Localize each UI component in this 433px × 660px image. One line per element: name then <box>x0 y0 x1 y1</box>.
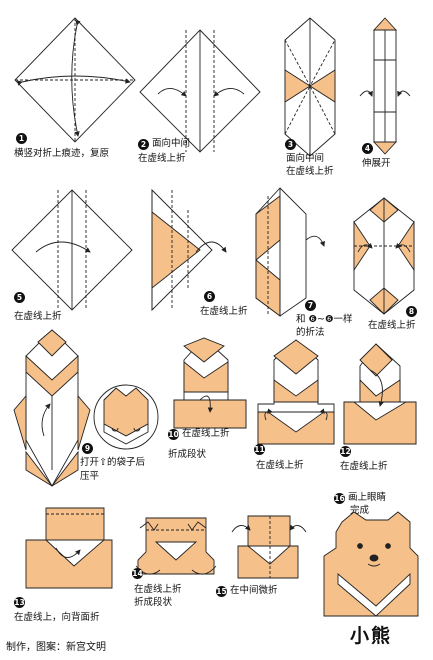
step-10-badge: 10 <box>168 428 179 440</box>
page-title: 小熊 <box>350 625 393 647</box>
step15-figure <box>231 515 307 579</box>
step-10-text2: 折成段状 <box>168 449 207 460</box>
step6-figure <box>151 188 227 312</box>
step-8-label: 8 <box>406 306 417 317</box>
step7-figure <box>255 187 325 317</box>
step-9-text2: 压平 <box>80 471 100 482</box>
step-12-text: 在虚线上折 <box>340 461 388 472</box>
step-6-badge: 6 <box>204 291 215 302</box>
step-9-badge: 9 <box>82 443 93 454</box>
finished-bear <box>323 511 419 617</box>
step-11-text: 在虚线上折 <box>256 460 304 471</box>
step-8-text: 在虚线上折 <box>368 320 416 331</box>
step-13-badge: 13 <box>14 597 25 608</box>
step-16-text: 画上眼睛 <box>348 492 387 503</box>
step-12-badge: 12 <box>340 446 351 457</box>
step-4-text: 伸展开 <box>362 158 391 169</box>
step8-figure <box>353 197 415 315</box>
step-5-label: 5 <box>14 292 25 303</box>
step-16-text2: 完成 <box>350 505 370 516</box>
step-16-label: 16 画上眼睛 <box>334 492 386 504</box>
step4-figure <box>359 17 411 155</box>
step-5-text: 在虚线上折 <box>14 311 62 322</box>
step-6-text: 在虚线上折 <box>200 306 248 317</box>
step-15-text: 在中间微折 <box>230 585 278 596</box>
step-4-badge: 4 <box>362 143 373 154</box>
step-16-badge: 16 <box>334 492 345 504</box>
step-3-label: 3 <box>285 139 296 150</box>
step-2-label: 2 面向中间 <box>138 138 190 150</box>
step2-figure <box>139 29 261 153</box>
step-9-label: 9 <box>82 443 93 454</box>
step-14-badge: 14 <box>132 568 143 579</box>
step-1-text: 横竖对折上痕迹，复原 <box>14 148 110 159</box>
step-3-badge: 3 <box>285 139 296 150</box>
step-2-badge: 2 <box>138 138 149 150</box>
step-3-text: 面向中间 <box>286 153 325 164</box>
step-10-label: 10 在虚线上折 <box>168 428 230 440</box>
step-7-label: 7 <box>305 300 316 311</box>
step-7-text: 和 ❻~❻一样 <box>296 314 353 325</box>
step13-figure <box>25 507 113 589</box>
step-4-label: 4 <box>362 143 373 154</box>
step-3-text2: 在虚线上折 <box>286 166 334 177</box>
step14-figure <box>135 517 217 575</box>
step3-figure <box>284 17 336 157</box>
step-2-text2: 在虚线上折 <box>138 153 186 164</box>
step1-figure <box>14 17 136 143</box>
step-14-text2: 折成段状 <box>134 597 173 608</box>
step-15-label: 15 在中间微折 <box>216 585 278 597</box>
step-12-label: 12 <box>340 446 351 457</box>
step10-figure <box>173 337 247 429</box>
step11-figure <box>257 339 335 445</box>
step-8-badge: 8 <box>406 306 417 317</box>
step-1-label: 1 <box>16 133 27 144</box>
step12-figure <box>343 343 417 445</box>
step-11-label: 11 <box>254 444 265 455</box>
step9-figure <box>13 329 159 487</box>
step-10-text: 在虚线上折 <box>182 428 230 439</box>
step-14-label: 14 <box>132 568 143 579</box>
credit-text: 制作，图案：新宫文明 <box>6 642 106 653</box>
step-7-badge: 7 <box>305 300 316 311</box>
step-6-label: 6 <box>204 291 215 302</box>
step-5-badge: 5 <box>14 292 25 303</box>
step-13-text: 在虚线上，向背面折 <box>14 612 100 623</box>
step-9-text: 打开⇧的袋子后 <box>80 457 145 468</box>
step-14-text: 在虚线上折 <box>134 584 182 595</box>
step-13-label: 13 <box>14 597 25 608</box>
step-11-badge: 11 <box>254 444 265 455</box>
step5-figure <box>11 189 133 311</box>
step-15-badge: 15 <box>216 585 227 597</box>
step-2-text: 面向中间 <box>152 138 191 149</box>
step-7-text2: 的折法 <box>296 327 325 338</box>
step-1-badge: 1 <box>16 133 27 144</box>
